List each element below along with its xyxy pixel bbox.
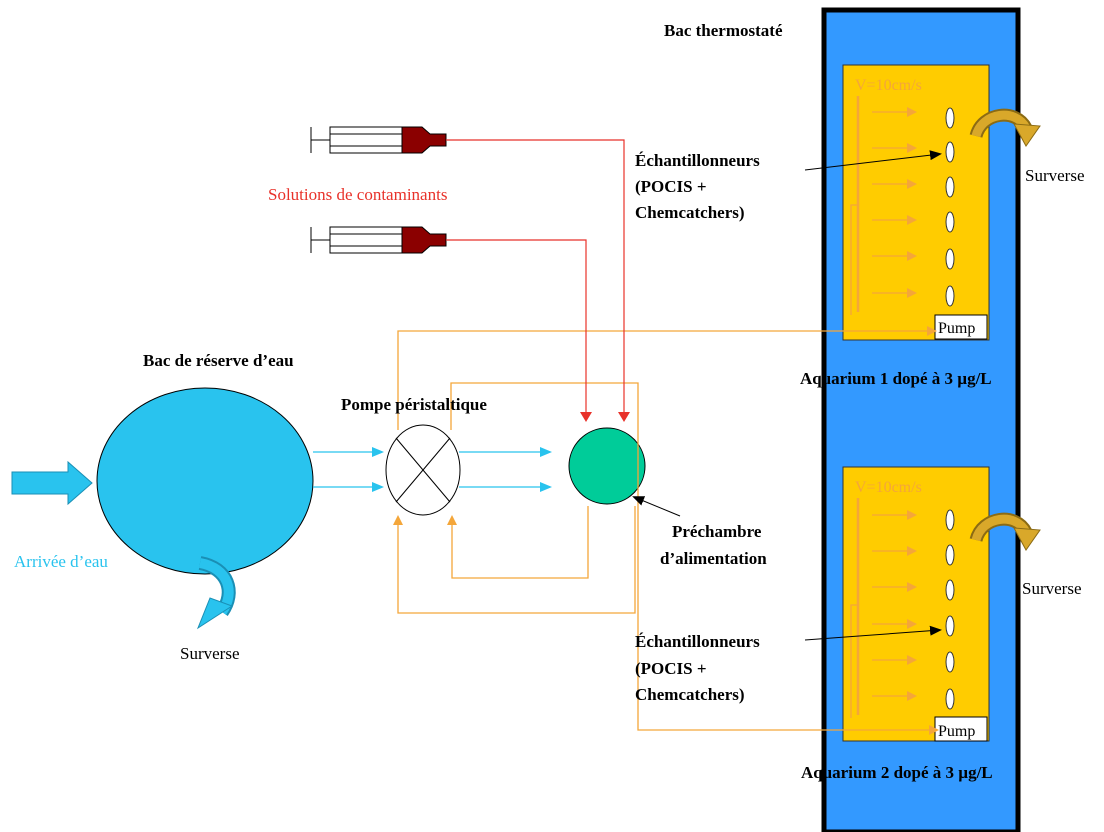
bath-label: Bac thermostaté [664, 21, 783, 40]
aquarium-1: V=10cm/s Pump [842, 64, 990, 341]
velocity-label-2: V=10cm/s [855, 479, 922, 496]
samplers-2-label-3: Chemcatchers) [635, 685, 745, 704]
aquarium-2: V=10cm/s Pump [842, 466, 990, 742]
overflow-arrow-reserve-icon [196, 556, 236, 630]
reserve-tank [96, 387, 314, 575]
samplers-1 [945, 107, 955, 307]
prechamber-label-2: d’alimentation [660, 549, 767, 568]
aquarium-2-label: Aquarium 2 dopé à 3 µg/L [801, 763, 993, 782]
reserve-tank-label: Bac de réserve d’eau [143, 351, 294, 370]
syringe-2-icon [310, 226, 447, 254]
aquarium-1-label: Aquarium 1 dopé à 3 µg/L [800, 369, 992, 388]
overflow-arrow-aq1-icon [969, 108, 1041, 147]
water-inlet-arrow-icon [11, 460, 93, 506]
pump-title: Pompe péristaltique [341, 395, 487, 414]
aquarium-1-overflow-label: Surverse [1025, 166, 1084, 185]
peristaltic-pump [385, 424, 461, 516]
samplers-2-label-1: Échantillonneurs [635, 632, 760, 651]
aquarium-2-overflow-label: Surverse [1022, 579, 1081, 598]
prechamber [568, 427, 646, 505]
prechamber-label-1: Préchambre [672, 522, 762, 541]
reserve-overflow-label: Surverse [180, 644, 239, 663]
overflow-arrow-aq2-icon [969, 512, 1041, 551]
water-inlet-label: Arrivée d’eau [14, 552, 108, 571]
samplers-1-label-3: Chemcatchers) [635, 203, 745, 222]
pump-box-1 [934, 314, 988, 340]
pump-box-2 [934, 716, 988, 742]
samplers-1-label-1: Échantillonneurs [635, 151, 760, 170]
samplers-2 [945, 509, 955, 710]
pump-label-2: Pump [938, 723, 975, 740]
samplers-2-label-2: (POCIS + [635, 659, 707, 678]
syringe-1-icon [310, 126, 447, 154]
pump-label-1: Pump [938, 320, 975, 337]
velocity-label-1: V=10cm/s [855, 77, 922, 94]
samplers-1-label-2: (POCIS + [635, 177, 707, 196]
solutions-label: Solutions de contaminants [268, 185, 447, 204]
